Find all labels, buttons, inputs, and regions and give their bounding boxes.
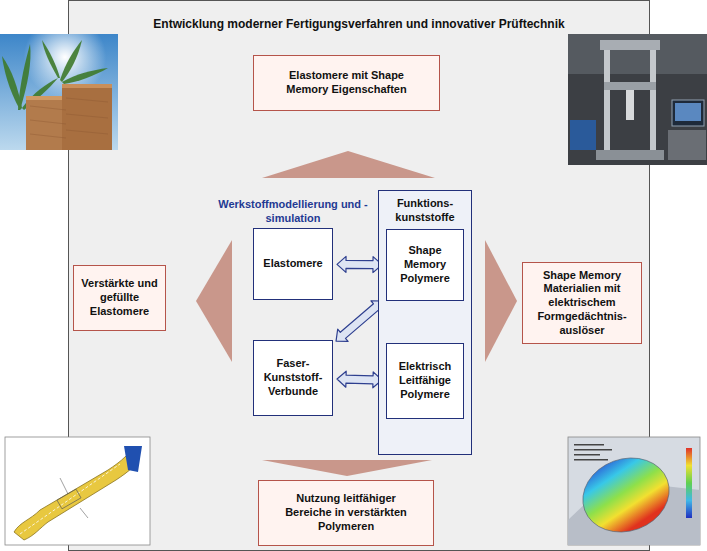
box-text: Shape Memory Polymere <box>392 244 458 285</box>
testing-machine-photo <box>568 34 707 165</box>
direction-triangle <box>262 151 435 178</box>
box-text: Nutzung leitfähiger Bereiche in verstärk… <box>276 492 416 533</box>
group-box: Funktions- kunststoffeShape Memory Polym… <box>378 190 472 455</box>
goal-box: Verstärkte und gefüllte Elastomere <box>73 265 166 331</box>
panel <box>69 1 650 551</box>
goal-box: Nutzung leitfähiger Bereiche in verstärk… <box>258 480 434 546</box>
group-heading: Funktions- kunststoffe <box>379 197 471 225</box>
box-text: Verstärkte und gefüllte Elastomere <box>79 277 160 318</box>
simulation-plot <box>568 437 700 545</box>
box-text: Elektrisch Leitfähige Polymere <box>392 360 458 401</box>
section-heading: Werkstoffmodellierung und -simulation <box>208 198 378 226</box>
box-text: Elastomere mit Shape Memory Eigenschafte… <box>277 69 417 97</box>
direction-triangle <box>196 240 232 362</box>
material-box: Faser- Kunststoff- Verbunde <box>253 340 333 416</box>
box-text: Faser- Kunststoff- Verbunde <box>259 357 327 398</box>
direction-triangle <box>262 460 432 476</box>
hemp-photo <box>0 34 118 150</box>
diagram-title: Entwicklung moderner Fertigungsverfahren… <box>68 17 650 31</box>
box-text: Shape Memory Materialien mit elektrische… <box>528 269 636 338</box>
double-arrow <box>336 301 383 342</box>
material-box: Elastomere <box>253 228 333 300</box>
box-text: Elastomere <box>263 257 322 271</box>
goal-box: Elastomere mit Shape Memory Eigenschafte… <box>253 55 440 111</box>
double-arrow <box>337 256 382 272</box>
goal-box: Shape Memory Materialien mit elektrische… <box>522 262 642 344</box>
component-drawing <box>5 437 150 545</box>
material-box: Shape Memory Polymere <box>386 229 464 301</box>
double-arrow <box>337 371 382 388</box>
direction-triangle <box>485 240 517 362</box>
material-box: Elektrisch Leitfähige Polymere <box>386 343 464 419</box>
